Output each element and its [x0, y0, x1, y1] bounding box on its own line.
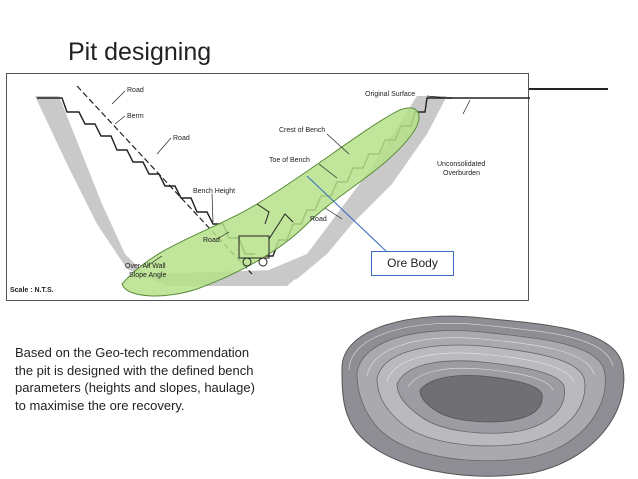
mining-equipment-icon: [238, 203, 294, 267]
pit-3d-render: [322, 308, 638, 479]
label-unconsolidated: Unconsolidated: [437, 161, 485, 168]
overall-slope-line: [76, 85, 253, 275]
ore-body: [121, 107, 420, 297]
label-road-right: Road: [310, 216, 327, 223]
label-bench-height: Bench Height: [193, 188, 235, 195]
label-toe-of-bench: Toe of Bench: [269, 157, 310, 164]
label-overburden: Overburden: [443, 170, 480, 177]
description-text: Based on the Geo-tech recommendation the…: [15, 345, 255, 413]
label-original-surface: Original Surface: [365, 91, 415, 98]
label-slope-angle: Slope Angle: [129, 272, 166, 279]
ore-body-callout: Ore Body: [371, 251, 454, 276]
pit-cross-section-svg: Road Berm Road Bench Height Road Over-Al…: [10, 85, 530, 297]
slide-title: Pit designing: [68, 38, 212, 66]
label-crest-of-bench: Crest of Bench: [279, 127, 325, 134]
label-overall-wall: Over-All Wall: [125, 263, 166, 270]
label-road-top: Road: [127, 87, 144, 94]
label-scale: Scale : N.T.S.: [10, 287, 54, 294]
label-road-mid: Road: [173, 135, 190, 142]
label-road-low: Road: [203, 237, 220, 244]
left-pit-wall: [35, 96, 255, 286]
ore-body-leader: [306, 175, 388, 253]
label-berm: Berm: [127, 113, 144, 120]
